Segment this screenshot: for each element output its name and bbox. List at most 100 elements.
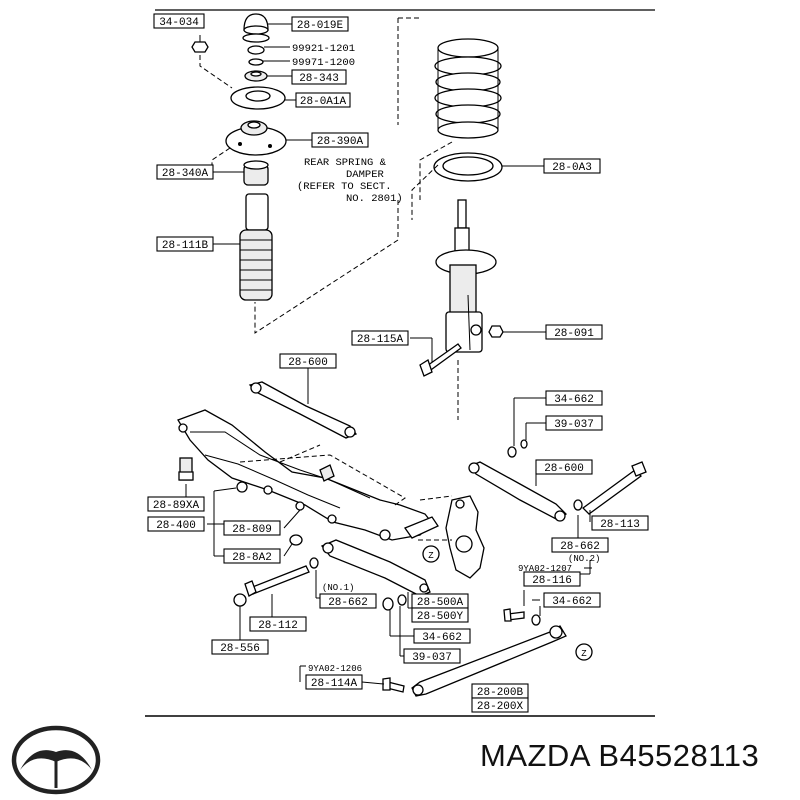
svg-text:28-500A: 28-500A — [417, 597, 464, 609]
washer-39-037-top — [520, 439, 528, 449]
label-28-500y: 28-500Y — [411, 607, 469, 623]
label-39-037-a: 39-037 — [545, 415, 603, 431]
label-28-116: 28-116 — [523, 571, 581, 587]
svg-text:28-114A: 28-114A — [311, 678, 358, 690]
svg-text:28-091: 28-091 — [554, 328, 594, 340]
dust-cap — [242, 13, 270, 43]
label-34-662-a: 34-662 — [545, 390, 603, 406]
shock-absorber — [435, 199, 497, 353]
label-28-112: 28-112 — [249, 616, 307, 632]
washer-34-662-top — [507, 446, 517, 458]
z-marker-left: Z — [422, 545, 440, 563]
mazda-logo-icon — [11, 725, 101, 795]
label-28-0a1a: 28-0A1A — [295, 92, 351, 108]
knuckle — [445, 495, 485, 579]
svg-text:28-200X: 28-200X — [477, 701, 524, 713]
svg-text:28-600: 28-600 — [288, 357, 328, 369]
svg-text:28-200B: 28-200B — [477, 687, 524, 699]
note-9ya02-1206: 9YA02-1206 — [308, 664, 362, 674]
svg-text:28-390A: 28-390A — [317, 136, 364, 148]
strut-nut — [488, 325, 504, 338]
label-28-114a: 28-114A — [305, 674, 363, 690]
svg-text:28-0A3: 28-0A3 — [552, 162, 592, 174]
strut-mount-stack — [191, 13, 420, 334]
bump-stopper — [243, 160, 269, 186]
svg-text:34-662: 34-662 — [422, 632, 462, 644]
svg-text:28-8A2: 28-8A2 — [232, 552, 272, 564]
svg-text:DAMPER: DAMPER — [346, 169, 385, 181]
upper-spring-seat — [230, 86, 286, 110]
coil-spring — [434, 38, 502, 139]
svg-text:28-116: 28-116 — [532, 575, 572, 587]
washer-34-662-mid — [382, 597, 394, 611]
z-marker-right: Z — [575, 643, 593, 661]
bolt-28-116 — [503, 608, 525, 622]
label-28-662-a: 28-662 — [551, 537, 609, 553]
svg-text:Z: Z — [428, 551, 434, 561]
label-28-556: 28-556 — [211, 639, 269, 655]
rear-spring-note: REAR SPRING & DAMPER (REFER TO SECT. NO.… — [297, 157, 403, 205]
washer-28-662-right — [573, 499, 583, 511]
label-28-89xa: 28-89XA — [147, 496, 205, 512]
bushing-8a2 — [289, 534, 303, 546]
svg-text:28-662: 28-662 — [328, 597, 368, 609]
label-28-343: 28-343 — [291, 69, 347, 85]
label-28-113: 28-113 — [591, 515, 649, 531]
label-34-034: 34-034 — [153, 13, 205, 29]
note-no1: (NO.1) — [322, 583, 354, 593]
svg-text:28-112: 28-112 — [258, 620, 298, 632]
lower-arm-rear — [411, 625, 567, 697]
label-99921-1201: 99921-1201 — [292, 43, 355, 55]
svg-text:28-400: 28-400 — [156, 520, 196, 532]
label-28-200x: 28-200X — [471, 697, 529, 713]
svg-text:Z: Z — [581, 649, 587, 659]
top-nut — [191, 35, 209, 53]
bolt-28-112 — [244, 565, 310, 597]
svg-text:28-115A: 28-115A — [357, 334, 404, 346]
label-28-019e: 28-019E — [291, 16, 349, 32]
svg-text:34-662: 34-662 — [554, 394, 594, 406]
label-28-390a: 28-390A — [311, 132, 369, 148]
trailing-link-top — [248, 381, 358, 439]
label-28-662-b: 28-662 — [319, 593, 377, 609]
crossmember — [177, 409, 439, 541]
label-39-037-b: 39-037 — [403, 648, 461, 664]
svg-text:NO. 2801): NO. 2801) — [346, 193, 403, 205]
label-28-400: 28-400 — [147, 516, 205, 532]
label-28-200b: 28-200B — [471, 683, 529, 699]
note-9ya02-1207: 9YA02-1207 — [518, 564, 572, 574]
label-34-662-c: 34-662 — [413, 628, 471, 644]
label-28-091: 28-091 — [545, 324, 603, 340]
note-no2: (NO.2) — [568, 554, 600, 564]
svg-text:28-556: 28-556 — [220, 643, 260, 655]
svg-text:34-034: 34-034 — [159, 17, 199, 29]
label-28-500a: 28-500A — [411, 593, 469, 609]
svg-text:REAR SPRING &: REAR SPRING & — [304, 157, 387, 169]
svg-text:28-340A: 28-340A — [162, 168, 209, 180]
lower-spring-seat — [433, 152, 503, 182]
svg-text:28-343: 28-343 — [299, 73, 339, 85]
washer-34-662-right — [531, 614, 541, 626]
bolt-28-114a — [382, 677, 405, 693]
label-28-111b: 28-111B — [156, 236, 214, 252]
nut-28-556 — [233, 593, 247, 607]
label-34-662-b: 34-662 — [543, 592, 601, 608]
washer-39-037-mid — [397, 594, 407, 606]
label-28-600-right: 28-600 — [535, 459, 593, 475]
svg-text:28-019E: 28-019E — [297, 20, 344, 32]
svg-text:28-111B: 28-111B — [162, 240, 209, 252]
dust-boot — [239, 193, 273, 301]
svg-text:28-89XA: 28-89XA — [153, 500, 200, 512]
label-28-809: 28-809 — [223, 520, 281, 536]
label-28-600-top: 28-600 — [279, 353, 337, 369]
lower-arm-front — [320, 539, 431, 597]
crossmember-mount-bolt — [178, 457, 194, 481]
long-bolt-28-113 — [582, 461, 647, 515]
washer-28-662-left — [309, 557, 319, 569]
label-28-8a2: 28-8A2 — [223, 548, 281, 564]
label-28-340a: 28-340A — [156, 164, 214, 180]
part-number-caption: MAZDA B45528113 — [480, 738, 760, 773]
svg-text:28-809: 28-809 — [232, 524, 272, 536]
svg-text:(REFER TO SECT.: (REFER TO SECT. — [297, 181, 392, 193]
